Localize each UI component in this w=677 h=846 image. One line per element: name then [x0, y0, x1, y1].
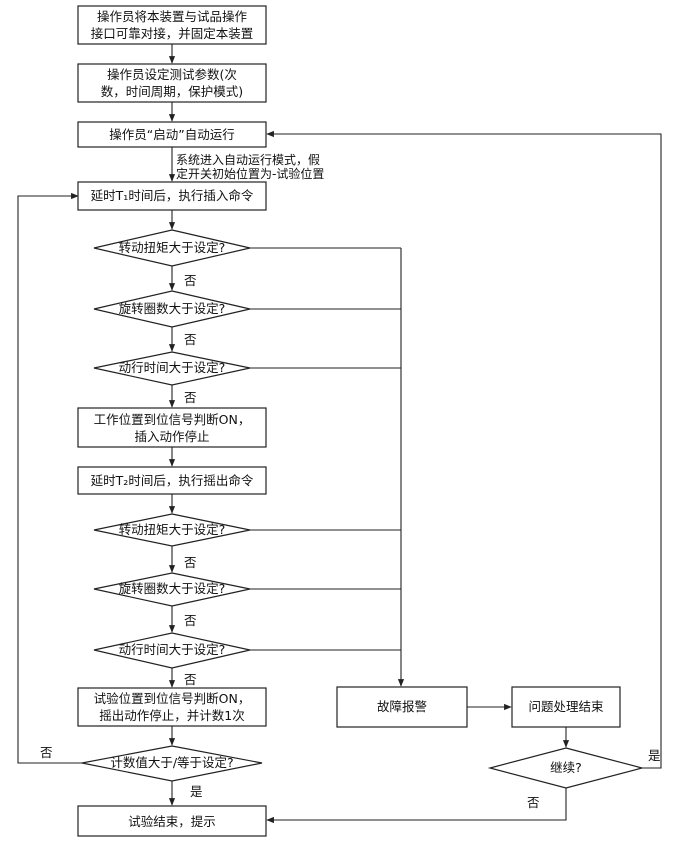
decision-time-insert: 动行时间大于设定?	[93, 351, 251, 386]
decision-torque-rackout: 转动扭矩大于设定?	[93, 513, 251, 547]
step2-line1: 操作员设定测试参数(次	[107, 67, 237, 82]
step1-line1: 操作员将本装置与试品操作	[97, 9, 248, 24]
step7-line1: 试验位置到位信号判断ON，	[94, 691, 251, 706]
no-label-d3: 否	[184, 390, 197, 405]
resolved-label: 问题处理结束	[528, 699, 604, 714]
step4-label: 延时T₁时间后，执行插入命令	[91, 188, 254, 203]
edge-labels: 否 否 否 否 否 否 否 是 是 否	[40, 273, 661, 810]
step3-label: 操作员“启动”自动运行	[109, 127, 234, 142]
step2-line2: 数，时间周期，保护模式)	[101, 84, 243, 99]
decision-turns-rackout: 旋转圈数大于设定?	[93, 572, 251, 607]
step6-label: 延时T₂时间后，执行摇出命令	[91, 473, 254, 488]
no-label-continue: 否	[527, 795, 540, 810]
no-label-d1: 否	[184, 273, 197, 288]
alarm-label: 故障报警	[377, 699, 427, 714]
process-step-7: 试验位置到位信号判断ON， 摇出动作停止，并计数1次	[77, 687, 267, 727]
decision-time-rackout: 动行时间大于设定?	[93, 632, 251, 669]
process-resolved: 问题处理结束	[511, 686, 621, 728]
process-step-3: 操作员“启动”自动运行	[77, 121, 267, 148]
d4-label: 转动扭矩大于设定?	[119, 522, 226, 537]
decision-count: 计数值大于/等于设定?	[81, 745, 263, 782]
decision-torque-insert: 转动扭矩大于设定?	[93, 229, 251, 267]
d2-label: 旋转圈数大于设定?	[119, 301, 226, 316]
d1-label: 转动扭矩大于设定?	[119, 240, 226, 255]
connectors	[17, 44, 662, 824]
annotation-step-3: 系统进入自动运行模式，假 定开关初始位置为-试验位置	[176, 153, 324, 181]
step5-line1: 工作位置到位信号判断ON，	[94, 412, 251, 427]
no-label-count: 否	[40, 745, 53, 760]
decision-turns-insert: 旋转圈数大于设定?	[93, 290, 251, 328]
d6-label: 动行时间大于设定?	[119, 642, 226, 657]
process-fault-alarm: 故障报警	[336, 686, 468, 728]
process-step-1: 操作员将本装置与试品操作 接口可靠对接，并固定本装置	[77, 5, 267, 45]
step1-line2: 接口可靠对接，并固定本装置	[91, 26, 254, 41]
yes-label-count: 是	[190, 784, 203, 799]
process-step-5: 工作位置到位信号判断ON， 插入动作停止	[77, 407, 267, 448]
d7-label: 计数值大于/等于设定?	[110, 755, 233, 770]
d5-label: 旋转圈数大于设定?	[119, 581, 226, 596]
process-step-2: 操作员设定测试参数(次 数，时间周期，保护模式)	[77, 63, 267, 103]
d3-label: 动行时间大于设定?	[119, 360, 226, 375]
step5-line2: 插入动作停止	[134, 429, 209, 444]
process-step-4: 延时T₁时间后，执行插入命令	[77, 181, 267, 211]
yes-label-continue: 是	[648, 748, 661, 763]
no-label-d2: 否	[184, 332, 197, 347]
end-label: 试验结束，提示	[128, 814, 216, 829]
step7-line2: 摇出动作停止，并计数1次	[99, 708, 244, 723]
note3-line1: 系统进入自动运行模式，假	[176, 153, 320, 167]
note3-line2: 定开关初始位置为-试验位置	[176, 166, 324, 181]
no-label-d6: 否	[184, 672, 197, 687]
decision-continue: 继续?	[487, 747, 645, 789]
no-label-d4: 否	[184, 555, 197, 570]
process-step-6: 延时T₂时间后，执行摇出命令	[77, 466, 267, 495]
no-label-d5: 否	[184, 613, 197, 628]
process-end: 试验结束，提示	[77, 805, 267, 837]
cont-label: 继续?	[550, 760, 582, 775]
